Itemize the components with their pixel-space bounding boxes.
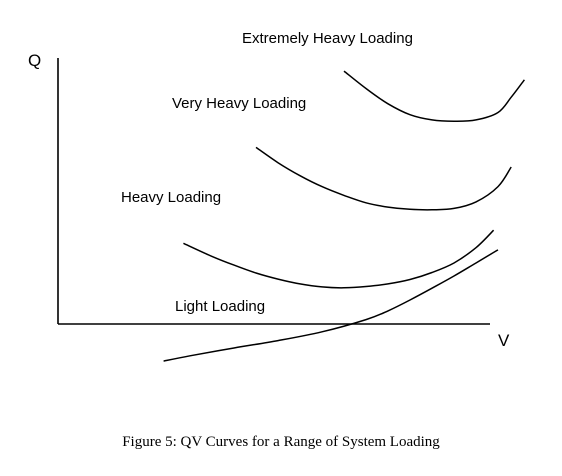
label-heavy-loading: Heavy Loading	[121, 189, 221, 206]
label-light-loading: Light Loading	[175, 298, 265, 315]
x-axis-label: V	[498, 331, 510, 350]
y-axis-label: Q	[28, 51, 41, 70]
curve-light-loading	[163, 249, 499, 362]
curve-very-heavy-loading	[255, 146, 512, 211]
curve-heavy-loading	[183, 229, 495, 289]
label-extremely-heavy-loading: Extremely Heavy Loading	[242, 30, 413, 47]
label-very-heavy-loading: Very Heavy Loading	[172, 95, 306, 112]
curve-extremely-heavy-loading	[343, 70, 525, 122]
figure-caption: Figure 5: QV Curves for a Range of Syste…	[122, 434, 440, 450]
